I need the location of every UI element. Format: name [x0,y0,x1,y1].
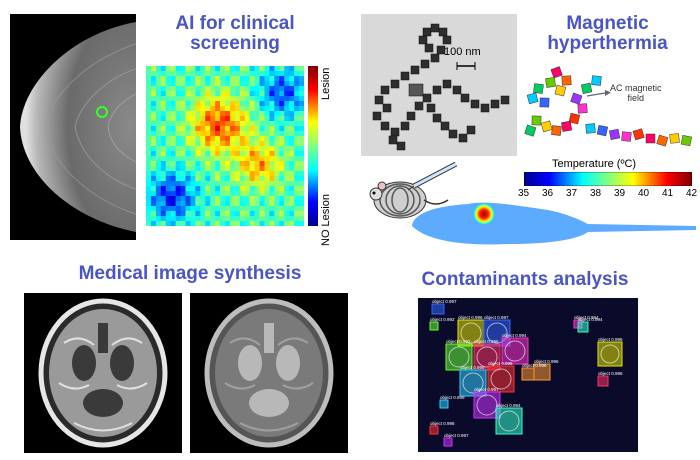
magnetic-cube [561,120,573,132]
temperature-tick-label: 36 [542,188,554,199]
detection-label: object 0.994 [496,403,521,408]
mag-title-line2: hyperthermia [547,32,668,54]
detection-label: object 0.995 [474,339,499,344]
detection-label: object 0.997 [432,299,457,304]
magnetic-cube [645,133,656,144]
magnetic-hyperthermia-title: Magnetic hyperthermia [520,14,695,54]
magnetic-cube [545,76,557,88]
ai-title-line1: AI for clinical [175,13,295,34]
ac-field-label: AC magnetic field [610,83,662,103]
synthesis-title: Medical image synthesis [78,263,302,284]
lesion-heatmap [146,66,304,226]
mri-synthesized-image [190,293,348,453]
tem-nanoparticle-image: 100 nm [361,14,517,156]
detection-label: object 0.999 [460,365,485,370]
lesion-marker [96,106,108,118]
detection-label: object 0.997 [474,387,499,392]
temperature-tick-label: 40 [638,188,650,199]
magnetic-cube [609,128,621,140]
detection-label: object 0.996 [522,363,547,368]
magnetic-cube [632,128,645,141]
detection-box: object 0.996 [521,363,547,381]
temperature-title: Temperature (ºC) [552,158,637,170]
magnetic-cube [561,75,572,86]
mri-t1-image [24,293,182,453]
detection-box: object 0.998 [487,361,515,393]
magnetic-cube [526,92,539,105]
detection-box: object 0.997 [483,315,511,347]
temperature-tick-label: 35 [518,188,530,199]
magnetic-cube [531,115,542,126]
detection-box: object 0.994 [501,333,529,365]
detection-box: object 0.997 [431,299,457,315]
detection-box: object 0.994 [495,403,523,435]
detection-box: object 0.992 [429,317,455,331]
detection-label: object 0.999 [440,395,465,400]
magnetic-cube [550,66,563,79]
detection-label: object 0.994 [574,315,599,320]
magnetic-cube [568,112,581,125]
ai-title-line2: screening [190,32,280,54]
detection-label: object 0.996 [458,315,483,320]
detection-box: object 0.994 [577,317,603,333]
magnetic-cube [591,75,602,86]
magnetic-cube [570,92,583,105]
temperature-colorbar [524,172,692,186]
mammogram-image [10,14,136,240]
tem-scale-label: 100 nm [444,46,481,58]
magnetic-cube [554,84,567,97]
detection-label: object 0.997 [484,315,509,320]
magnetic-cube [585,123,596,134]
magnetic-cube [580,82,593,95]
magnetic-cube [551,125,562,136]
detection-box: object 0.997 [443,433,469,447]
ai-screening-title: AI for clinical screening [150,14,320,54]
detection-box: object 0.996 [597,337,623,367]
temperature-ticks: 35 36 37 38 39 40 41 42 [518,188,697,202]
detection-label: object 0.996 [534,359,559,364]
detection-box: object 0.992 [445,339,473,371]
temperature-tick-label: 41 [662,188,674,199]
mouse-thermal-map [408,196,698,248]
magnetic-cube [539,97,550,108]
detection-box: object 0.999 [439,395,465,409]
magnetic-cube [540,120,553,133]
magnetic-cube [656,134,669,147]
detection-box: object 0.995 [597,371,623,387]
detection-box: object 0.998 [429,421,455,435]
mag-title-line1: Magnetic [566,13,649,34]
magnetic-cube [577,103,588,114]
detection-label: object 0.992 [430,317,455,322]
heatmap-label-no-lesion: NO Lesion [320,194,332,246]
ac-field-arrow-icon [585,90,611,102]
temperature-tick-label: 37 [566,188,578,199]
magnetic-cube [596,124,609,137]
temperature-tick-label: 42 [686,188,698,199]
detection-label: object 0.992 [446,339,471,344]
mouse-syringe-illustration [364,160,460,224]
detection-label: object 0.998 [488,361,513,366]
detection-label: object 0.998 [430,421,455,426]
detection-label: object 0.996 [598,337,623,342]
detection-label: object 0.994 [502,333,527,338]
magnetic-cube [533,83,544,94]
temperature-tick-label: 39 [614,188,626,199]
heatmap-label-lesion: Lesion [320,67,332,100]
magnetic-cube [680,135,692,147]
temperature-tick-label: 38 [590,188,602,199]
magnetic-cube [669,133,680,144]
heatmap-colorbar [308,66,318,226]
magnetic-particle-cubes [522,64,697,154]
magnetic-cube [621,131,632,142]
detection-label: object 0.997 [444,433,469,438]
detection-label: object 0.994 [578,317,603,322]
detection-label: object 0.995 [598,371,623,376]
contaminants-title: Contaminants analysis [421,269,629,290]
magnetic-cube [524,124,537,137]
